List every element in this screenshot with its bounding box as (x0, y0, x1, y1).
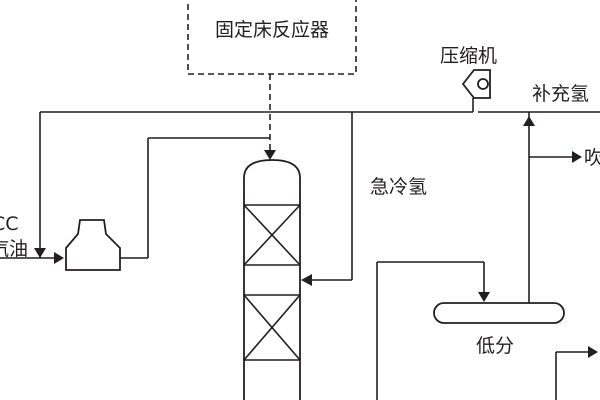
quench-arrow (301, 274, 312, 286)
feed-label-line1: CC (0, 213, 19, 235)
low-pressure-separator: 低分 (433, 302, 565, 357)
feed-vessel (65, 219, 121, 271)
feed-arrow (54, 252, 64, 264)
blowdown-label: 吹 (584, 147, 600, 169)
quench-hydrogen-label: 急冷氢 (370, 176, 427, 198)
reactor-link-arrow (264, 150, 276, 160)
compressor-label: 压缩机 (440, 45, 497, 67)
separator-liquid-arrow (588, 346, 598, 358)
fixed-bed-reactor-box: 固定床反应器 (187, 0, 357, 75)
makeup-up-arrow (523, 116, 535, 126)
reactor-column (243, 159, 301, 400)
makeup-hydrogen-label: 补充氢 (532, 83, 589, 105)
fixed-bed-reactor-label: 固定床反应器 (215, 19, 329, 41)
left-hydrogen-arrow (34, 248, 46, 258)
compressor: 压缩机 (440, 45, 497, 99)
feed-label-line2: 汽油 (0, 238, 28, 260)
blowdown-arrow (572, 151, 582, 163)
low-pressure-separator-label: 低分 (476, 335, 514, 357)
separator-feed-arrow (478, 292, 490, 302)
